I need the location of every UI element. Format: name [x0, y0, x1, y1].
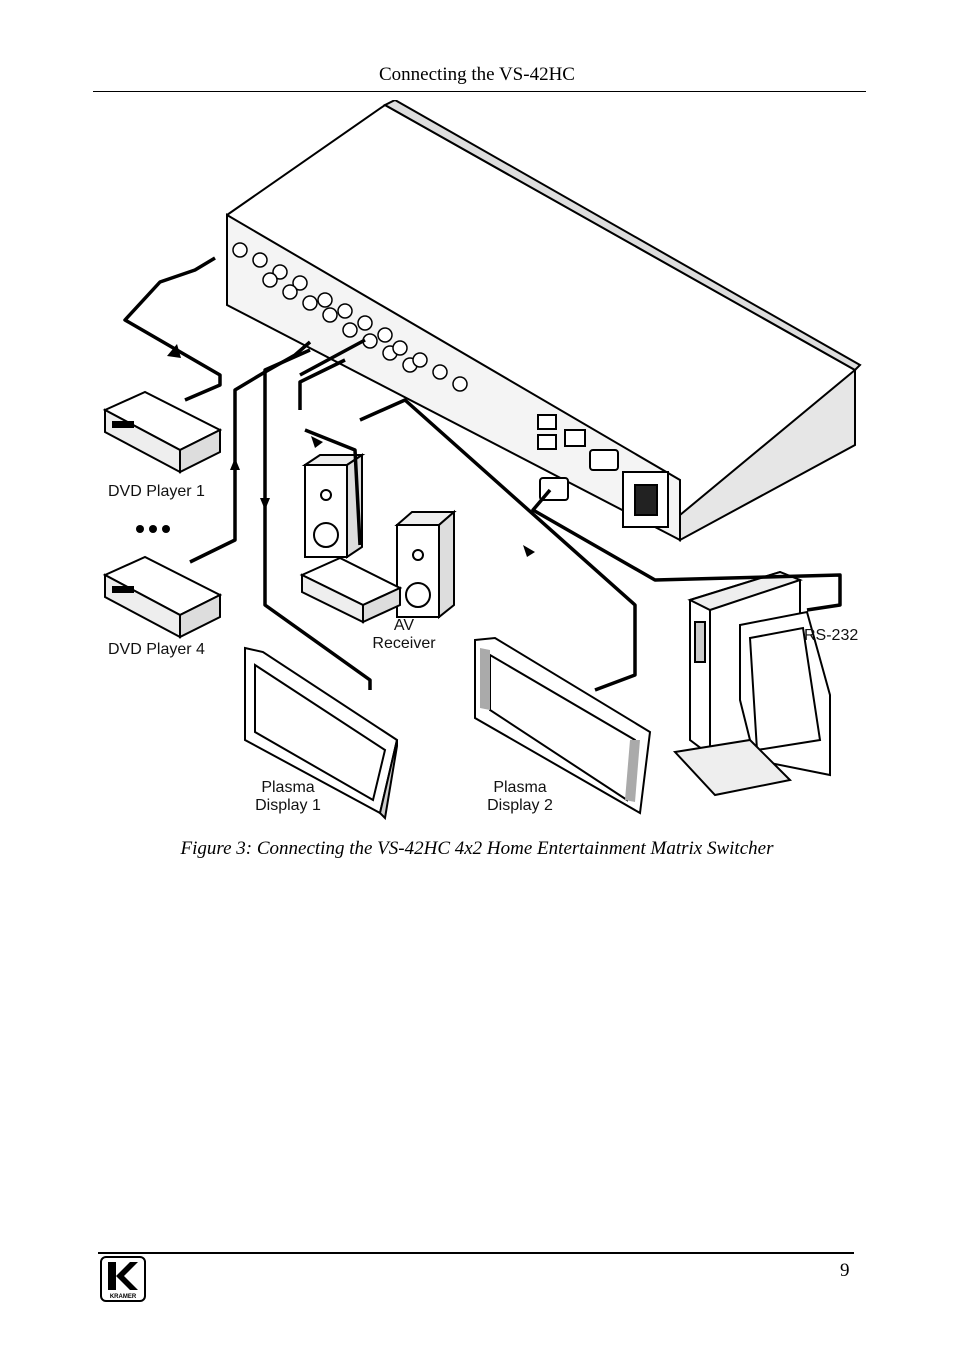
plasma-display-2-device: [474, 636, 652, 815]
label-plasma1-line2: Display 1: [255, 797, 321, 814]
label-av-receiver: AV Receiver: [368, 617, 440, 653]
av-receiver-device: [299, 556, 403, 624]
label-rs232: RS-232: [804, 627, 859, 644]
svg-text:KRAMER: KRAMER: [110, 1294, 137, 1300]
dvd-player-4-device: [102, 555, 223, 639]
page-number: 9: [840, 1260, 850, 1281]
header-rule: [93, 91, 866, 92]
label-dvd-player-4: DVD Player 4: [108, 641, 205, 658]
dvd-player-1-device: [102, 390, 223, 474]
connection-diagram: [102, 100, 862, 821]
speaker-left: [301, 453, 366, 559]
cable-arrows: [167, 344, 535, 557]
more-players-dots: [136, 525, 170, 533]
label-plasma-display-2: Plasma Display 2: [480, 779, 560, 815]
kramer-logo-icon: KRAMER: [100, 1256, 146, 1302]
plasma-display-1-device: [244, 646, 399, 821]
label-dvd-player-1: DVD Player 1: [108, 483, 205, 500]
cables: [123, 256, 842, 692]
footer-rule: [98, 1252, 854, 1254]
label-av-line2: Receiver: [372, 635, 436, 652]
switcher-unit: [226, 100, 862, 542]
page-header-title: Connecting the VS-42HC: [379, 64, 575, 85]
pc-computer-device: [672, 570, 831, 797]
figure-caption: Figure 3: Connecting the VS-42HC 4x2 Hom…: [180, 838, 774, 859]
label-av-line1: AV: [393, 617, 415, 634]
label-plasma2-line2: Display 2: [487, 797, 553, 814]
label-plasma-display-1: Plasma Display 1: [248, 779, 328, 815]
label-plasma2-line1: Plasma: [493, 779, 547, 796]
label-plasma1-line1: Plasma: [261, 779, 315, 796]
speaker-right: [394, 509, 457, 620]
